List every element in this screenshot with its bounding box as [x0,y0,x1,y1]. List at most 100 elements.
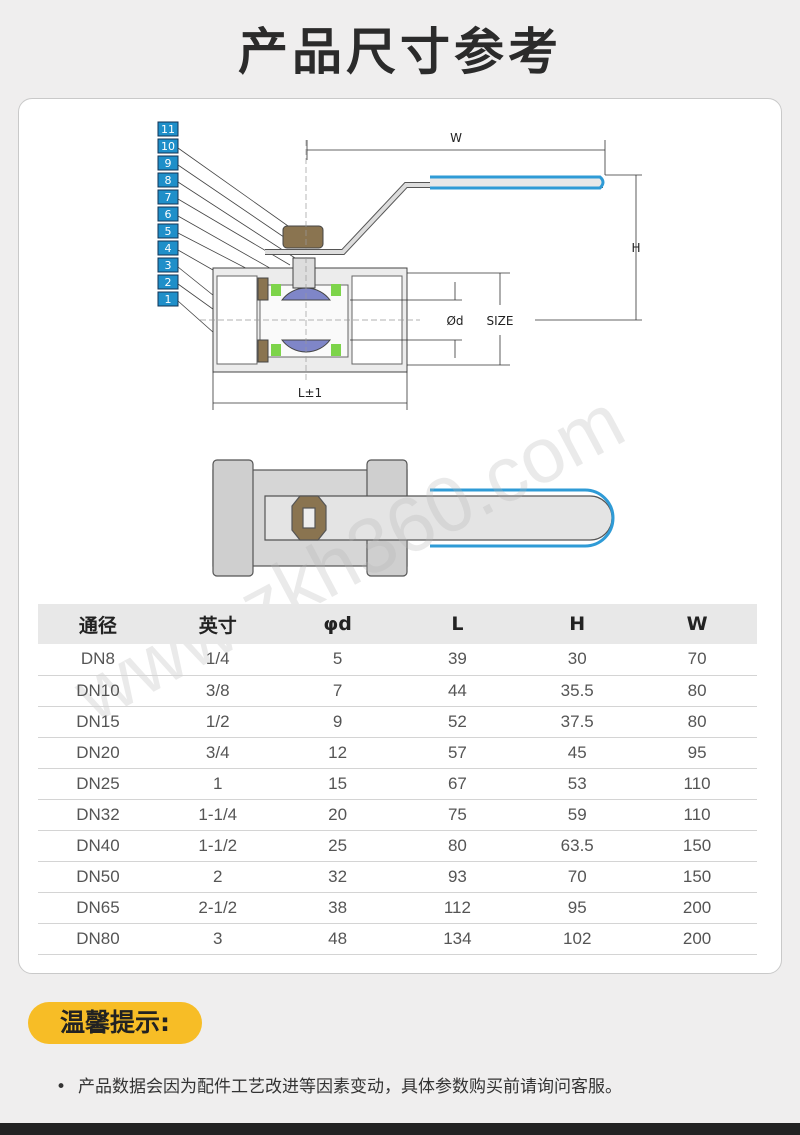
valve-body-section [200,140,420,380]
table-cell: 12 [277,737,398,769]
table-cell: DN20 [38,737,158,769]
dim-w-label: W [450,131,462,145]
part-number-box [157,257,179,273]
column-header: 通径 [38,604,158,644]
table-cell: 75 [397,799,518,831]
column-header: L [397,604,518,644]
table-cell: 59 [517,799,638,831]
table-cell: 1-1/2 [157,830,278,862]
table-cell: 45 [517,737,638,769]
table-cell: 3/8 [157,675,278,707]
part-number: 4 [165,242,172,255]
table-cell: DN80 [38,923,158,955]
part-number-box [157,223,179,239]
table-cell: 200 [637,923,757,955]
table-cell: DN50 [38,861,158,893]
table-cell: 67 [397,768,518,800]
table-cell: 37.5 [517,706,638,738]
table-cell: DN10 [38,675,158,707]
table-cell: DN15 [38,706,158,738]
part-number: 5 [165,225,172,238]
table-cell: 95 [517,892,638,924]
dim-l-label: L±1 [298,386,322,400]
table-cell: 7 [277,675,398,707]
table-cell: 112 [397,892,518,924]
table-cell: 53 [517,768,638,800]
column-header: φd [277,604,398,644]
table-cell: 80 [637,675,757,707]
dimension-lines [212,140,642,410]
dim-d-label: Ød [446,314,463,328]
table-cell: 32 [277,861,398,893]
table-cell: DN25 [38,768,158,800]
part-number: 7 [165,191,172,204]
table-cell: 44 [397,675,518,707]
table-cell: 1-1/4 [157,799,278,831]
part-number: 9 [165,157,172,170]
part-number-box [157,121,179,137]
table-cell: 110 [637,768,757,800]
bullet: • [56,1077,67,1097]
part-number: 2 [165,276,172,289]
table-cell: DN65 [38,892,158,924]
table-cell: 2-1/2 [157,892,278,924]
dim-size-label: SIZE [487,314,514,328]
table-cell: 134 [397,923,518,955]
table-cell: 110 [637,799,757,831]
part-number-box [157,138,179,154]
part-number-box [157,240,179,256]
table-cell: 5 [277,644,398,676]
part-number-box [157,291,179,307]
part-number: 11 [161,123,175,136]
part-number-box [157,172,179,188]
table-cell: DN8 [38,644,158,676]
table-cell: 3 [157,923,278,955]
table-cell: 48 [277,923,398,955]
part-number: 6 [165,208,172,221]
table-cell: 150 [637,830,757,862]
table-cell: 57 [397,737,518,769]
table-cell: 38 [277,892,398,924]
part-number: 10 [161,140,175,153]
table-cell: 25 [277,830,398,862]
table-cell: 20 [277,799,398,831]
tip-note: • 产品数据会因为配件工艺改进等因素变动，具体参数购买前请询问客服。 [56,1072,622,1097]
table-cell: 70 [637,644,757,676]
part-number-box [157,155,179,171]
table-cell: DN40 [38,830,158,862]
table-cell: 9 [277,706,398,738]
tip-badge: 温馨提示: [28,1002,202,1044]
part-number-box [157,189,179,205]
column-header: W [637,604,757,644]
valve-top-view [212,459,615,577]
tip-note-text: 产品数据会因为配件工艺改进等因素变动，具体参数购买前请询问客服。 [78,1077,623,1097]
table-cell: 150 [637,861,757,893]
table-cell: 30 [517,644,638,676]
table-cell: 3/4 [157,737,278,769]
table-cell: 1/2 [157,706,278,738]
table-cell: 95 [637,737,757,769]
part-number-box [157,206,179,222]
part-number: 8 [165,174,172,187]
table-cell: 39 [397,644,518,676]
part-number-box [157,274,179,290]
dim-h-label: H [631,241,640,255]
table-cell: 1 [157,768,278,800]
table-cell: 2 [157,861,278,893]
table-cell: 35.5 [517,675,638,707]
table-cell: 1/4 [157,644,278,676]
table-cell: 15 [277,768,398,800]
